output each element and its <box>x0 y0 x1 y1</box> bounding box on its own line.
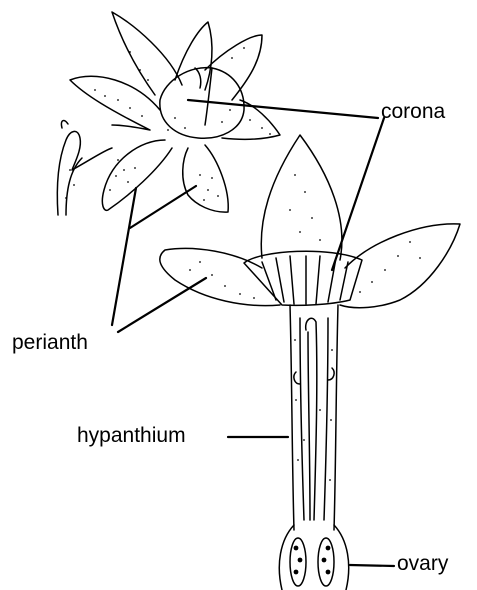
label-corona: corona <box>381 101 445 122</box>
label-hypanthium: hypanthium <box>77 425 186 446</box>
ovary-leader <box>350 565 394 566</box>
perianth-leader-1 <box>112 188 136 325</box>
petal-lower-left <box>102 140 172 210</box>
label-perianth: perianth <box>12 332 88 353</box>
section-petal-back <box>261 135 342 260</box>
back-petal-top <box>175 22 212 90</box>
front-view-flower <box>57 12 280 215</box>
petal-left <box>70 76 160 130</box>
label-ovary: ovary <box>397 553 448 574</box>
corona-front-cup <box>160 68 244 139</box>
section-view-flower <box>160 135 460 590</box>
back-petal-top-right <box>205 35 262 100</box>
corona-leader-section <box>332 118 384 270</box>
flower-stem <box>57 131 112 215</box>
hypanthium-tube <box>290 305 294 530</box>
perianth-leader-3 <box>118 278 206 332</box>
section-petal-right <box>340 224 460 308</box>
corona-leader-front <box>188 100 378 118</box>
perianth-leader-2 <box>130 186 196 228</box>
petal-lower <box>183 145 228 212</box>
